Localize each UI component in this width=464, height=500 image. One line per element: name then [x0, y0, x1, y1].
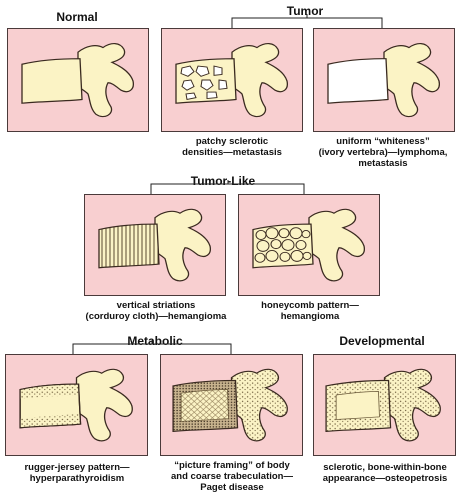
honeycomb-vertebra: [252, 195, 379, 295]
caption-line: hemangioma: [280, 311, 340, 322]
caption-line: sclerotic, bone-within-bone: [323, 462, 447, 473]
heading-normal: Normal: [56, 10, 98, 24]
normal-vertebra: [21, 29, 148, 131]
caption-line: uniform “whiteness”: [336, 136, 430, 147]
heading-developmental: Developmental: [339, 334, 425, 348]
caption-honeycomb: honeycomb pattern— hemangioma: [261, 300, 359, 322]
caption-line: (ivory vertebra)—lymphoma,: [318, 147, 448, 158]
caption-line: rugger-jersey pattern—: [24, 462, 130, 473]
osteopetrosis-vertebra: [325, 368, 441, 442]
caption-line: metastasis: [358, 158, 408, 169]
caption-patchy-sclerotic: patchy sclerotic densities—metastasis: [182, 136, 282, 158]
panel-vertical-striations: [84, 194, 226, 296]
panel-patchy-sclerotic: [161, 28, 303, 132]
heading-tumor: Tumor: [286, 4, 324, 18]
panel-ivory-vertebra: [313, 28, 455, 132]
patchy-vertebra: [175, 29, 302, 131]
striated-vertebra: [98, 195, 225, 295]
rugger-jersey-vertebra: [19, 355, 147, 455]
caption-line: hyperparathyroidism: [29, 473, 125, 484]
caption-picture-framing: “picture framing” of body and coarse tra…: [171, 460, 293, 493]
caption-line: patchy sclerotic: [195, 136, 269, 147]
caption-vertical-striations: vertical striations (corduroy cloth)—hem…: [86, 300, 227, 322]
caption-line: appearance—osteopetrosis: [322, 473, 448, 484]
caption-rugger-jersey: rugger-jersey pattern— hyperparathyroidi…: [24, 462, 129, 484]
picture-frame-vertebra: [172, 368, 288, 442]
caption-line: densities—metastasis: [182, 147, 282, 158]
caption-line: “picture framing” of body: [174, 460, 290, 471]
panel-rugger-jersey: [5, 354, 148, 456]
caption-line: honeycomb pattern—: [261, 300, 359, 311]
caption-line: Paget disease: [200, 482, 264, 493]
panel-normal: [7, 28, 149, 132]
bracket-tumor: [231, 14, 383, 28]
caption-ivory-vertebra: uniform “whiteness” (ivory vertebra)—lym…: [319, 136, 448, 169]
bracket-tumor-like: [150, 180, 305, 194]
caption-line: vertical striations: [116, 300, 196, 311]
panel-honeycomb: [238, 194, 380, 296]
caption-line: and coarse trabeculation—: [171, 471, 293, 482]
panel-bone-within-bone: [313, 354, 456, 456]
panel-picture-framing: [160, 354, 303, 456]
bracket-metabolic: [72, 340, 232, 354]
caption-line: (corduroy cloth)—hemangioma: [85, 311, 227, 322]
caption-bone-within-bone: sclerotic, bone-within-bone appearance—o…: [323, 462, 448, 484]
ivory-vertebra: [327, 43, 440, 118]
